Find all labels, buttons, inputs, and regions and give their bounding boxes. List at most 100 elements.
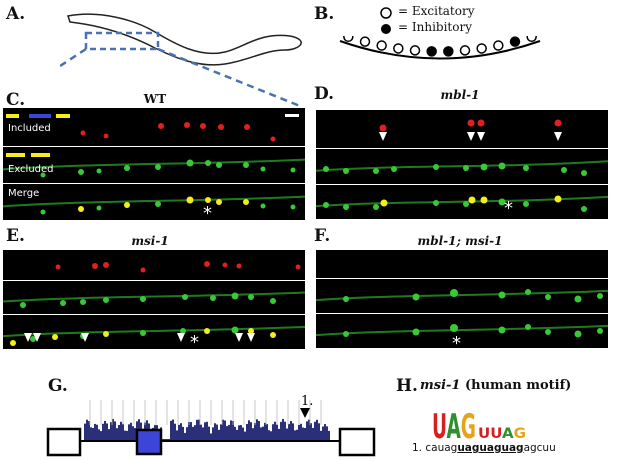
neuron-spot bbox=[216, 199, 222, 205]
conservation-bar bbox=[182, 426, 184, 441]
conservation-bar bbox=[228, 424, 230, 441]
panel-c-title: WT bbox=[143, 92, 167, 106]
conservation-bar bbox=[184, 432, 186, 441]
conservation-bar bbox=[106, 423, 108, 441]
conservation-bar bbox=[238, 425, 240, 441]
conservation-bar bbox=[190, 422, 192, 441]
excitatory-neuron-icon bbox=[459, 45, 471, 56]
conservation-bar bbox=[310, 423, 312, 441]
neuron-spot bbox=[140, 296, 146, 302]
conservation-bar bbox=[186, 427, 188, 441]
panel-c-label: C. bbox=[6, 90, 26, 110]
panel-g-label: G. bbox=[48, 376, 68, 396]
sequence-prefix: 1. cauag bbox=[412, 442, 458, 454]
conservation-bar bbox=[328, 430, 330, 441]
neuron-spot bbox=[80, 130, 86, 136]
neuron-spot bbox=[20, 302, 26, 308]
conservation-bar bbox=[320, 430, 322, 441]
neuron-dots bbox=[343, 36, 537, 57]
neuron-spot bbox=[523, 201, 529, 207]
neuron-spot bbox=[554, 119, 562, 127]
sequence-suffix: agcuu bbox=[523, 442, 556, 454]
conservation-bar bbox=[302, 427, 304, 441]
neuron-spot bbox=[270, 298, 276, 304]
neuron-spot bbox=[200, 123, 206, 129]
neuron-spot bbox=[96, 168, 102, 174]
neuron-spot bbox=[270, 136, 276, 142]
inhibitory-neuron-icon bbox=[426, 46, 437, 57]
conservation-bar bbox=[132, 426, 134, 441]
conservation-bar bbox=[200, 424, 202, 441]
conservation-bar bbox=[202, 427, 204, 441]
neuron-spot bbox=[480, 163, 488, 171]
excitatory-neuron-icon bbox=[393, 43, 404, 54]
neuron-spot bbox=[463, 201, 469, 207]
exon-bar-alt bbox=[29, 114, 51, 118]
conservation-bar bbox=[216, 424, 218, 441]
conservation-bar bbox=[178, 424, 180, 441]
neuron-spot bbox=[140, 267, 146, 273]
neuron-spot bbox=[343, 296, 349, 302]
conservation-bar bbox=[230, 420, 232, 441]
neuron-spot bbox=[545, 329, 551, 335]
f-asterisk: * bbox=[452, 333, 461, 354]
conservation-bar bbox=[266, 424, 268, 441]
neuron-spot bbox=[243, 162, 249, 168]
neuron-spot bbox=[218, 124, 224, 130]
d-included-image bbox=[316, 110, 608, 148]
arrowhead-icon bbox=[467, 132, 475, 141]
filled-circle-icon bbox=[381, 24, 391, 34]
legend-markers bbox=[380, 7, 392, 34]
conservation-bar bbox=[240, 425, 242, 441]
conservation-bar bbox=[268, 430, 270, 441]
sequence-motif: uaguaguag bbox=[457, 442, 524, 454]
conservation-bar bbox=[96, 424, 98, 441]
neuron-spot bbox=[523, 165, 529, 171]
arrowhead-icon bbox=[247, 333, 255, 342]
conservation-bar bbox=[128, 424, 130, 441]
arrowhead-icon bbox=[235, 333, 243, 342]
d-asterisk: * bbox=[504, 198, 513, 219]
conservation-bar bbox=[180, 423, 182, 441]
conservation-bar bbox=[326, 426, 328, 441]
conservation-bar bbox=[120, 421, 122, 441]
conservation-track bbox=[84, 400, 330, 441]
arrowhead-icon bbox=[477, 132, 485, 141]
motif-site-arrow-icon bbox=[300, 408, 310, 418]
neuron-spot bbox=[60, 300, 66, 306]
neuron-spot bbox=[561, 167, 567, 173]
neuron-spot bbox=[260, 203, 266, 209]
excitatory-neuron-icon bbox=[359, 36, 371, 47]
motif-sequence: 1. cauaguaguaguagagcuu bbox=[412, 442, 556, 454]
arrowhead-icon bbox=[81, 333, 89, 342]
legend-excitatory: = Excitatory bbox=[398, 4, 475, 18]
neuron-spot bbox=[295, 264, 301, 270]
neuron-spot bbox=[343, 331, 349, 337]
neuron-spot bbox=[412, 328, 420, 336]
neuron-spot bbox=[222, 262, 228, 268]
conservation-bar bbox=[252, 428, 254, 441]
neuron-spot bbox=[103, 297, 109, 303]
conservation-bar bbox=[322, 426, 324, 441]
zoom-line-left bbox=[60, 47, 87, 68]
d-merge-image bbox=[316, 185, 608, 219]
conservation-bar bbox=[312, 427, 314, 441]
conservation-bar bbox=[122, 423, 124, 441]
exon-bar-3 bbox=[56, 114, 70, 118]
worm-outline-diagram bbox=[60, 13, 302, 108]
f-merge-image bbox=[316, 314, 608, 348]
zoom-line-right bbox=[157, 47, 301, 108]
conservation-bar bbox=[198, 419, 200, 441]
neuron-spot bbox=[155, 201, 161, 207]
neuron-spot bbox=[103, 262, 109, 268]
neuron-spot bbox=[180, 328, 186, 334]
conservation-bar bbox=[126, 430, 128, 441]
c-included-label: Included bbox=[8, 123, 51, 134]
panel-h-title-rest: (human motif) bbox=[465, 378, 572, 393]
neuron-spot bbox=[205, 160, 211, 166]
conservation-bar bbox=[100, 431, 102, 441]
neuron-spot bbox=[498, 326, 506, 334]
conservation-bar bbox=[130, 422, 132, 441]
excitatory-neuron-icon bbox=[409, 45, 421, 56]
exon-box-alternative bbox=[135, 428, 163, 456]
